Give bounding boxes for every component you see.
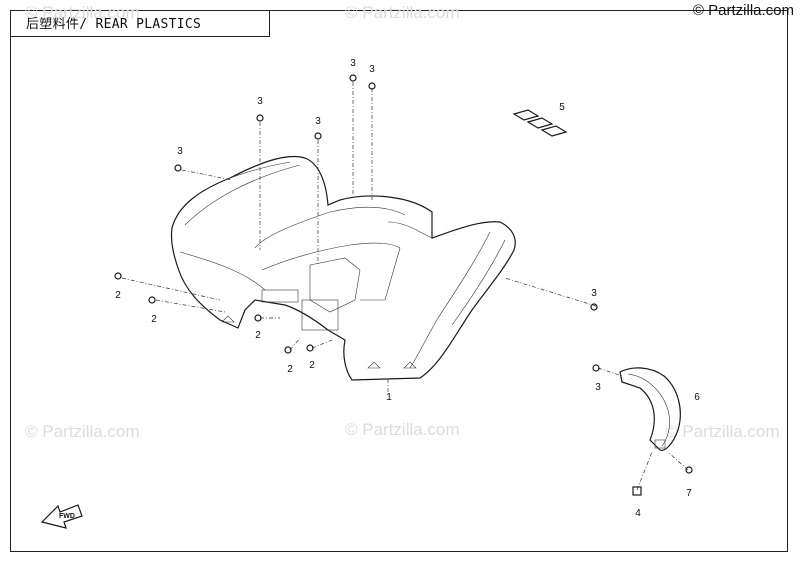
callout-3: 3 [315,116,321,127]
callout-3: 3 [350,58,356,69]
fwd-arrow-icon: FWD [40,504,83,529]
watermark: © Partzilla.com [25,422,140,441]
watermark: © Partzilla.com [665,422,780,441]
callout-3: 3 [591,288,597,299]
copyright-notice: © Partzilla.com [692,2,794,19]
rear-fender-part[interactable] [170,155,516,381]
callout-3: 3 [369,64,375,75]
fwd-label: FWD [59,513,75,520]
callout-2: 2 [151,314,157,325]
callout-6: 6 [694,392,700,403]
watermark: © Partzilla.com [25,3,140,22]
leader-lines [121,82,689,491]
callout-1: 1 [386,392,392,403]
diagram-title: 后塑料件/ REAR PLASTICS [26,17,202,32]
callout-2: 2 [115,290,121,301]
fastener-icons [114,74,693,496]
callout-4: 4 [635,508,641,519]
title-box [10,10,270,37]
callout-7: 7 [686,488,692,499]
callout-5: 5 [559,102,565,113]
watermark: © Partzilla.com [345,420,460,439]
callout-2: 2 [255,330,261,341]
callout-3: 3 [177,146,183,157]
watermark: © Partzilla.com [345,3,460,22]
rear-bracket-part[interactable] [619,367,681,451]
callout-3: 3 [595,382,601,393]
drawing-frame [10,10,788,552]
callout-2: 2 [287,364,293,375]
callout-2: 2 [309,360,315,371]
callout-3: 3 [257,96,263,107]
pads-part[interactable] [512,109,568,137]
